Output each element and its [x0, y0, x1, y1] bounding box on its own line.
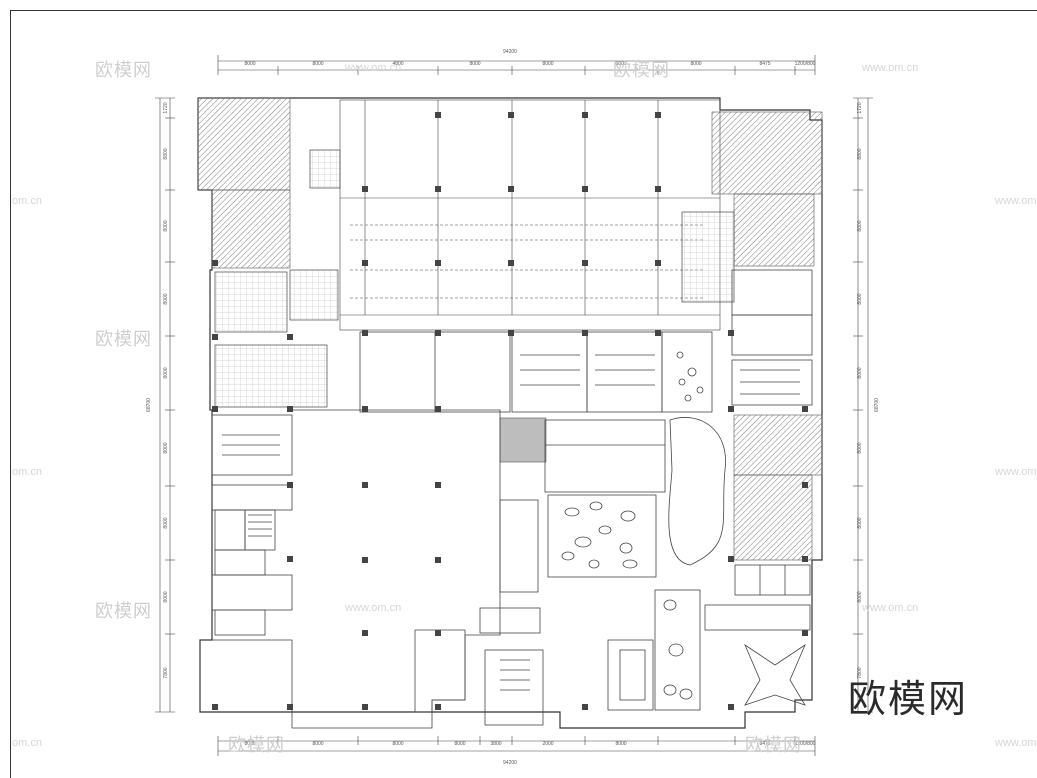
- watermark-logo-2: 欧模网: [613, 60, 670, 81]
- left-dimension-line: [155, 97, 175, 713]
- column-grid: [212, 112, 808, 710]
- bottom-dim-8: 8475: [759, 741, 770, 747]
- bottom-dim-7: 8000: [615, 741, 626, 747]
- bottom-dim-2: 8000: [312, 741, 323, 747]
- right-dim-5: 8000: [857, 367, 863, 378]
- tiled-rooms: [214, 149, 735, 408]
- left-dim-4: 8000: [163, 293, 169, 304]
- bottom-dim-9: 1200/800: [795, 741, 816, 747]
- right-dim-4: 8000: [857, 293, 863, 304]
- top-dim-3: 4800: [392, 61, 403, 67]
- left-dim-1: 1720: [163, 102, 169, 113]
- bottom-dim-6: 2000: [542, 741, 553, 747]
- left-dim-5: 8000: [163, 367, 169, 378]
- upper-hall: [339, 99, 721, 331]
- right-dim-1: 1720: [857, 102, 863, 113]
- watermark-url-10: om.cn: [12, 737, 42, 749]
- watermark-url-4: www.om.cn: [862, 602, 919, 614]
- watermark-url-3: www.om.cn: [345, 602, 402, 614]
- lower-left-open-zone: [200, 409, 501, 729]
- watermark-logo-1: 欧模网: [95, 60, 152, 81]
- right-total-label: 68700: [874, 398, 880, 412]
- left-total-label: 68700: [146, 398, 152, 412]
- hatched-zones: [197, 97, 823, 561]
- watermark-logo-4: 欧模网: [95, 601, 152, 622]
- watermark-url-6: www.om.cn: [995, 466, 1037, 478]
- right-dim-7: 8000: [857, 517, 863, 528]
- right-dim-9: 7800: [857, 667, 863, 678]
- top-total-label: 94200: [503, 49, 517, 55]
- top-dim-1: 8000: [244, 61, 255, 67]
- watermark-logo-3: 欧模网: [95, 329, 152, 350]
- right-dim-3: 8000: [857, 220, 863, 231]
- top-dim-5: 8000: [542, 61, 553, 67]
- bottom-total-label: 94200: [503, 760, 517, 766]
- bottom-dim-1: 8000: [244, 741, 255, 747]
- top-dimension-line: [217, 55, 816, 75]
- bottom-dimension-line: [217, 736, 816, 756]
- right-dim-2: 8800: [857, 148, 863, 159]
- top-dim-4: 8000: [469, 61, 480, 67]
- left-dim-3: 8000: [163, 220, 169, 231]
- watermark-logo-6: 欧模网: [228, 735, 285, 756]
- top-dim-2: 8000: [312, 61, 323, 67]
- top-dim-6: 8000: [615, 61, 626, 67]
- watermark-url-8: om.cn: [12, 195, 42, 207]
- top-dim-7: 8000: [690, 61, 701, 67]
- brand-logo-text: 欧模网: [848, 677, 969, 721]
- right-dimension-line: [853, 97, 873, 713]
- middle-rooms: [359, 269, 813, 413]
- watermark-url-7: www.om.cn: [995, 737, 1037, 749]
- left-dim-7: 8000: [163, 517, 169, 528]
- left-dim-9: 7800: [163, 667, 169, 678]
- left-dim-8: 8000: [163, 591, 169, 602]
- central-atrium: [544, 351, 726, 578]
- bottom-dim-5: 3800: [490, 741, 501, 747]
- watermark-url-1: www.om.cn: [345, 62, 402, 74]
- dimension-labels: 94200 8000 8000 4800 8000 8000 8000 8000…: [146, 49, 880, 766]
- drawing-frame: [10, 10, 1037, 778]
- right-dim-8: 8000: [857, 591, 863, 602]
- watermark-url-2: www.om.cn: [862, 62, 919, 74]
- left-core: [211, 414, 293, 636]
- bottom-dim-4: 8000: [454, 741, 465, 747]
- left-dim-6: 8000: [163, 442, 169, 453]
- watermark-url-5: www.om.cn: [995, 195, 1037, 207]
- watermark-url-9: om.cn: [12, 466, 42, 478]
- lower-right-rooms: [479, 499, 811, 726]
- left-dim-2: 8800: [163, 148, 169, 159]
- right-dim-6: 8000: [857, 442, 863, 453]
- watermark-logo-5: 欧模网: [745, 735, 802, 756]
- top-dim-8: 8475: [759, 61, 770, 67]
- bottom-dim-3: 8000: [392, 741, 403, 747]
- top-dim-9: 1200/800: [795, 61, 816, 67]
